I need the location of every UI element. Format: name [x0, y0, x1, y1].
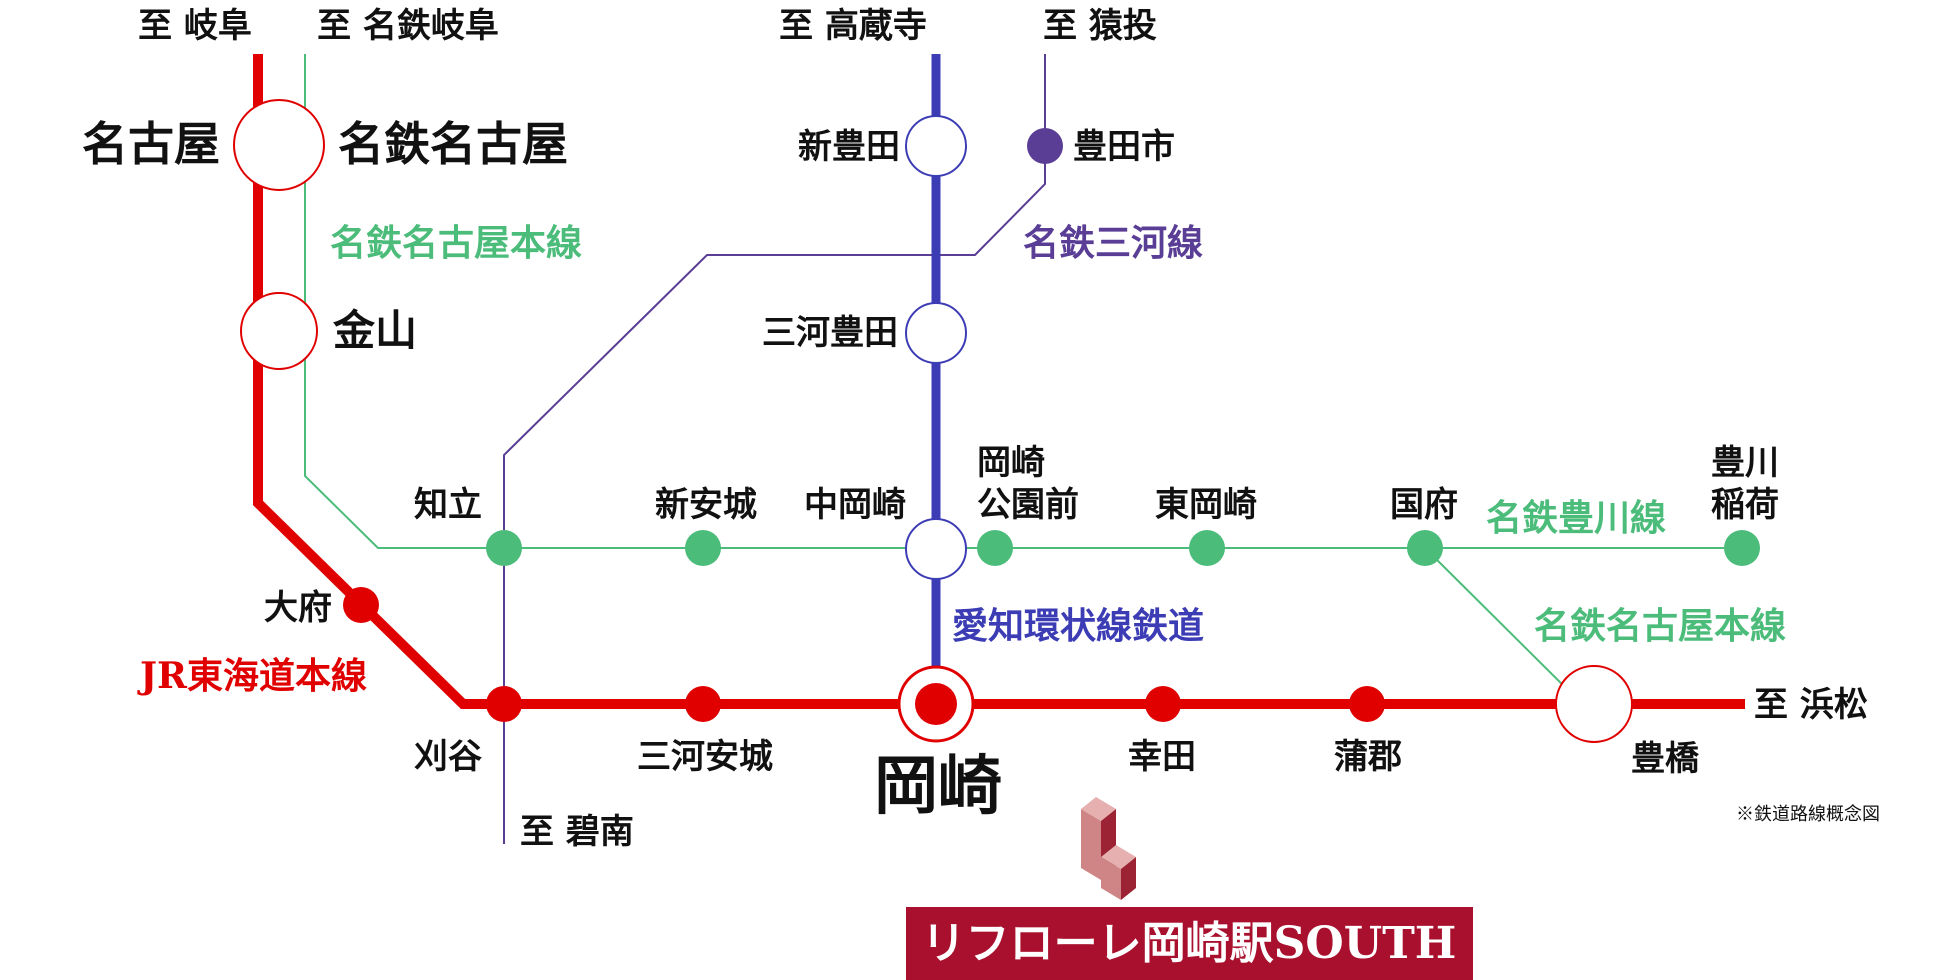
- building-logo-icon: [1081, 797, 1136, 900]
- label-kou: 国府: [1390, 485, 1458, 525]
- nagoya-station-marker[interactable]: [233, 99, 325, 191]
- line-label-meitetsu-mikawa: 名鉄三河線: [1023, 222, 1203, 264]
- mikawa-anjo-station-marker[interactable]: [685, 686, 721, 722]
- label-kanayama: 金山: [332, 306, 417, 355]
- okazaki-koenmae-station-marker[interactable]: [977, 530, 1013, 566]
- label-naka-okazaki: 中岡崎: [804, 485, 906, 525]
- logo-tall-left: [1081, 809, 1101, 880]
- destination-kozoji: 至 高蔵寺: [779, 6, 927, 46]
- label-mikawa-anjo: 三河安城: [637, 737, 773, 777]
- label-kariya: 刈谷: [414, 737, 482, 777]
- line-name-labels: 名鉄名古屋本線 名鉄三河線 愛知環状線鉄道 名鉄豊川線 名鉄名古屋本線 JR東海…: [137, 222, 1786, 697]
- label-shin-toyota: 新豊田: [798, 127, 900, 167]
- label-okazaki-koenmae-line1: 岡崎: [977, 443, 1045, 483]
- label-okazaki: 岡崎: [874, 749, 1002, 824]
- line-label-meitetsu-toyokawa: 名鉄豊川線: [1486, 497, 1666, 539]
- label-toyohashi: 豊橋: [1631, 739, 1699, 779]
- toyokawa-inari-station-marker[interactable]: [1724, 530, 1760, 566]
- label-toyotashi: 豊田市: [1073, 127, 1175, 167]
- property-name: リフローレ岡崎駅SOUTH: [922, 918, 1457, 969]
- toyotashi-station-marker[interactable]: [1027, 128, 1063, 164]
- logo-tall-top: [1081, 797, 1116, 821]
- obu-station-marker[interactable]: [343, 587, 379, 623]
- destination-sanage: 至 猿投: [1043, 6, 1157, 46]
- station-labels: 名古屋 名鉄名古屋 金山 新豊田 豊田市 三河豊田 知立 新安城 中岡崎 岡崎 …: [82, 117, 1779, 824]
- meitetsu-nagoya-line-track: [304, 54, 1745, 705]
- label-gamagori: 蒲郡: [1334, 737, 1402, 777]
- destination-labels: 至 岐阜 至 名鉄岐阜 至 高蔵寺 至 猿投 至 浜松 至 碧南: [138, 6, 1868, 852]
- property-banner[interactable]: リフローレ岡崎駅SOUTH: [906, 907, 1473, 980]
- label-higashi-okazaki: 東岡崎: [1155, 485, 1257, 525]
- destination-meitetsu-gifu: 至 名鉄岐阜: [317, 6, 499, 46]
- chiryu-station-marker[interactable]: [486, 530, 522, 566]
- label-okazaki-koenmae-line2: 公園前: [977, 485, 1079, 525]
- mikawa-toyota-station-marker[interactable]: [905, 302, 967, 364]
- line-label-jr-tokaido: JR東海道本線: [137, 655, 367, 697]
- label-nagoya: 名古屋: [82, 117, 220, 171]
- line-label-meitetsu-nagoya-honsen-upper: 名鉄名古屋本線: [330, 222, 582, 264]
- destination-hamamatsu: 至 浜松: [1754, 685, 1868, 725]
- line-label-aichi-loop: 愛知環状線鉄道: [952, 605, 1204, 647]
- logo-short-right: [1121, 857, 1136, 900]
- kanayama-station-marker[interactable]: [240, 292, 318, 370]
- label-kota: 幸田: [1128, 737, 1196, 777]
- destination-gifu: 至 岐阜: [138, 6, 252, 46]
- kota-station-marker[interactable]: [1145, 686, 1181, 722]
- kariya-station-marker[interactable]: [486, 686, 522, 722]
- okazaki-station-marker-core: [915, 683, 957, 725]
- label-shin-anjo: 新安城: [655, 485, 757, 525]
- line-label-meitetsu-nagoya-honsen-lower: 名鉄名古屋本線: [1534, 605, 1786, 647]
- logo-short-left: [1101, 857, 1121, 900]
- destination-hekinan: 至 碧南: [520, 812, 634, 852]
- label-meitetsu-nagoya: 名鉄名古屋: [338, 117, 568, 171]
- label-toyokawa-inari-line2: 稲荷: [1711, 485, 1779, 525]
- label-mikawa-toyota: 三河豊田: [762, 313, 898, 353]
- toyohashi-station-marker[interactable]: [1555, 665, 1633, 743]
- meitetsu-nagoya-line-main: [304, 54, 1745, 549]
- shin-anjo-station-marker[interactable]: [685, 530, 721, 566]
- property-banner-bg: [906, 907, 1473, 980]
- higashi-okazaki-station-marker[interactable]: [1189, 530, 1225, 566]
- label-toyokawa-inari-line1: 豊川: [1711, 443, 1779, 483]
- label-chiryu: 知立: [414, 485, 482, 525]
- gamagori-station-marker[interactable]: [1349, 686, 1385, 722]
- kou-station-marker[interactable]: [1407, 530, 1443, 566]
- diagram-note: ※鉄道路線概念図: [1736, 803, 1880, 825]
- naka-okazaki-station-marker[interactable]: [905, 518, 967, 580]
- station-markers: [233, 99, 1760, 743]
- meitetsu-nagoya-line-branch: [1424, 547, 1583, 705]
- shin-toyota-station-marker[interactable]: [905, 115, 967, 177]
- label-obu: 大府: [264, 588, 332, 628]
- logo-short-top: [1101, 845, 1136, 869]
